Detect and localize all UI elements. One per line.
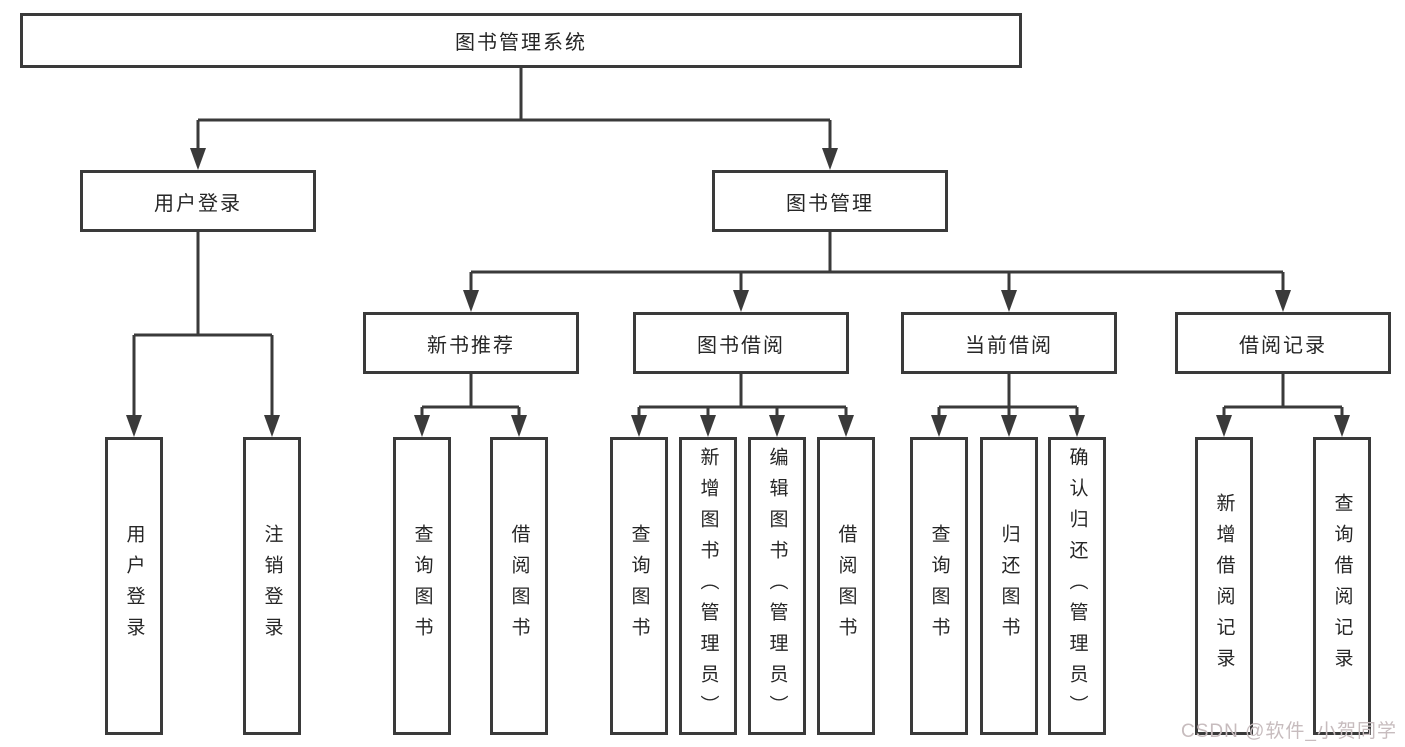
- leaf-query-books-borrow: 查询图书: [610, 437, 668, 735]
- node-book-management: 图书管理: [712, 170, 948, 232]
- node-label: 图书管理: [786, 192, 874, 215]
- arrowhead-icon: [264, 415, 280, 437]
- node-label: 借阅图书: [508, 524, 530, 648]
- node-label: 图书借阅: [697, 334, 785, 357]
- arrowhead-icon: [1216, 415, 1232, 437]
- leaf-add-borrow-record: 新增借阅记录: [1195, 437, 1253, 735]
- connector-bookmgmt-to-level3: [469, 232, 1285, 294]
- leaf-edit-books-admin: 编辑图书（管理员）: [748, 437, 806, 735]
- leaf-borrow-books-recommend: 借阅图书: [490, 437, 548, 735]
- node-label: 用户登录: [123, 524, 145, 648]
- arrowhead-icon: [1069, 415, 1085, 437]
- node-label: 确认归还（管理员）: [1066, 446, 1088, 726]
- leaf-borrow-books: 借阅图书: [817, 437, 875, 735]
- arrowhead-icon: [1334, 415, 1350, 437]
- csdn-watermark: CSDN @软件_小贺同学: [1181, 721, 1397, 742]
- arrowhead-icon: [822, 148, 838, 170]
- node-label: 图书管理系统: [455, 32, 587, 54]
- arrowhead-icon: [631, 415, 647, 437]
- leaf-user-login: 用户登录: [105, 437, 163, 735]
- arrowhead-icon: [126, 415, 142, 437]
- connector-userlogin-to-leaves: [132, 232, 274, 419]
- node-borrow-record: 借阅记录: [1175, 312, 1391, 374]
- leaf-add-books-admin: 新增图书（管理员）: [679, 437, 737, 735]
- arrowhead-icon: [511, 415, 527, 437]
- arrowhead-icon: [1001, 290, 1017, 312]
- node-label: 用户登录: [154, 192, 242, 215]
- node-label: 注销登录: [261, 524, 283, 648]
- connector-newbook-to-leaves: [420, 374, 521, 419]
- node-user-login: 用户登录: [80, 170, 316, 232]
- arrowhead-icon: [190, 148, 206, 170]
- arrowhead-icon: [931, 415, 947, 437]
- node-label: 查询图书: [628, 524, 650, 648]
- node-label: 查询图书: [411, 524, 433, 648]
- node-new-book-recommend: 新书推荐: [363, 312, 579, 374]
- node-label: 当前借阅: [965, 334, 1053, 357]
- leaf-logout: 注销登录: [243, 437, 301, 735]
- node-label: 新增借阅记录: [1213, 493, 1235, 679]
- connector-borrow-to-leaves: [637, 374, 848, 419]
- leaf-query-borrow-record: 查询借阅记录: [1313, 437, 1371, 735]
- node-label: 编辑图书（管理员）: [766, 446, 788, 726]
- arrowhead-icon: [769, 415, 785, 437]
- leaf-return-books: 归还图书: [980, 437, 1038, 735]
- node-current-borrow: 当前借阅: [901, 312, 1117, 374]
- node-label: 归还图书: [998, 524, 1020, 648]
- node-label: 借阅图书: [835, 524, 857, 648]
- node-label: 查询借阅记录: [1331, 493, 1353, 679]
- arrowhead-icon: [733, 290, 749, 312]
- arrowhead-icon: [838, 415, 854, 437]
- connector-record-to-leaves: [1222, 374, 1344, 419]
- node-label: 新书推荐: [427, 334, 515, 357]
- connector-root-to-level2: [196, 68, 832, 152]
- arrowhead-icon: [463, 290, 479, 312]
- leaf-query-books-current: 查询图书: [910, 437, 968, 735]
- node-book-borrow: 图书借阅: [633, 312, 849, 374]
- leaf-confirm-return-admin: 确认归还（管理员）: [1048, 437, 1106, 735]
- node-label: 新增图书（管理员）: [697, 446, 719, 726]
- arrowhead-icon: [414, 415, 430, 437]
- arrowhead-icon: [1001, 415, 1017, 437]
- connector-current-to-leaves: [937, 374, 1079, 419]
- node-label: 查询图书: [928, 524, 950, 648]
- arrowhead-icon: [1275, 290, 1291, 312]
- arrowhead-icon: [700, 415, 716, 437]
- leaf-query-books-recommend: 查询图书: [393, 437, 451, 735]
- node-label: 借阅记录: [1239, 334, 1327, 357]
- arrowheads: [126, 148, 1350, 437]
- node-root-system: 图书管理系统: [20, 13, 1022, 68]
